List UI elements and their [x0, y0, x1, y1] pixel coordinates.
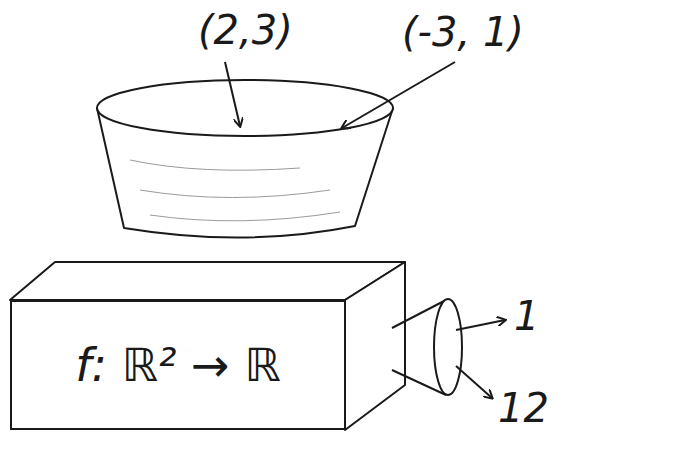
function-label: f: ℝ² → ℝ [75, 338, 280, 392]
input-value: (2,3) [198, 8, 293, 52]
output-value: 1 [514, 294, 539, 338]
output-arrow [456, 366, 492, 398]
box-top-face [10, 262, 405, 300]
box-right-face [345, 262, 405, 430]
input-arrow [225, 62, 240, 126]
bowl-shading [130, 160, 340, 221]
function-box: f: ℝ² → ℝ [10, 300, 346, 430]
output-value: 12 [498, 386, 549, 430]
spout-mouth [434, 299, 462, 395]
bowl-rim [97, 80, 393, 136]
input-arrow [342, 62, 455, 128]
input-value: (-3, 1) [402, 10, 524, 54]
output-arrow [456, 320, 505, 330]
